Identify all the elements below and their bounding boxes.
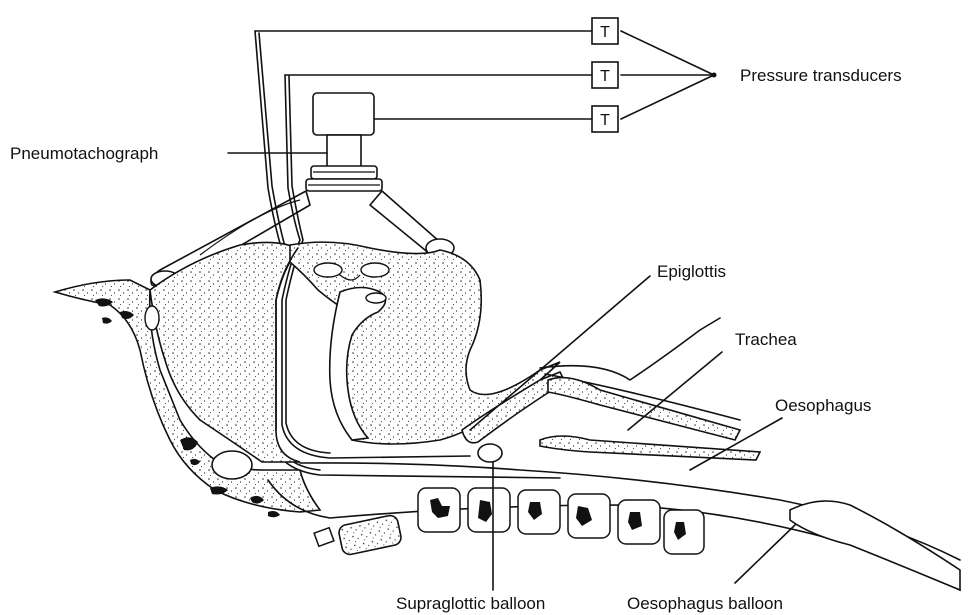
transducer-middle: T	[592, 62, 618, 88]
pressure-transducers-leaders	[621, 31, 714, 119]
transducer-bottom-letter: T	[600, 112, 610, 129]
label-oesophagus-balloon: Oesophagus balloon	[627, 594, 783, 613]
label-supraglottic-balloon: Supraglottic balloon	[396, 594, 545, 613]
label-pressure-transducers: Pressure transducers	[740, 66, 902, 85]
pneumotachograph-device	[306, 93, 382, 191]
vertebrae	[314, 488, 704, 556]
transducer-top-letter: T	[600, 24, 610, 41]
transducer-bottom: T	[592, 106, 618, 132]
label-pneumotachograph: Pneumotachograph	[10, 144, 158, 163]
label-epiglottis: Epiglottis	[657, 262, 726, 281]
oesophagus-balloon	[790, 501, 960, 590]
leader-junction-dot	[712, 73, 717, 78]
label-trachea: Trachea	[735, 330, 797, 349]
transducer-middle-letter: T	[600, 68, 610, 85]
supraglottic-balloon	[478, 444, 502, 462]
label-oesophagus: Oesophagus	[775, 396, 871, 415]
transducer-group: T T T	[592, 18, 618, 132]
transducer-top: T	[592, 18, 618, 44]
oesophagus-balloon-leader	[735, 525, 795, 583]
